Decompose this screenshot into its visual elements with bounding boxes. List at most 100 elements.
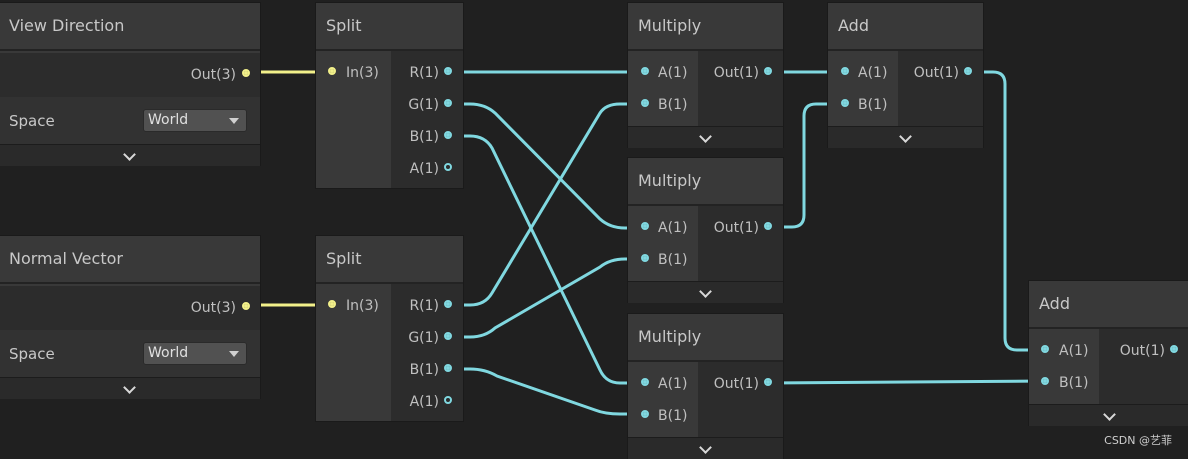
- wire-add1out-add2a[interactable]: [967, 70, 1044, 352]
- node-title[interactable]: Multiply: [628, 3, 783, 51]
- node-title[interactable]: View Direction: [0, 3, 260, 51]
- port-dot[interactable]: [641, 410, 649, 418]
- space-dropdown[interactable]: World: [143, 342, 247, 365]
- output-port[interactable]: Out(3): [160, 292, 260, 324]
- input-port-b[interactable]: B(1): [628, 89, 698, 121]
- input-port-in[interactable]: In(3): [316, 290, 391, 322]
- port-dot[interactable]: [1041, 345, 1049, 353]
- output-port[interactable]: Out(1): [698, 57, 783, 89]
- output-port-r[interactable]: R(1): [391, 290, 463, 322]
- output-port-a[interactable]: A(1): [391, 386, 463, 418]
- input-port-b[interactable]: B(1): [828, 89, 898, 121]
- port-dot[interactable]: [764, 67, 772, 75]
- node-title[interactable]: Multiply: [628, 158, 783, 206]
- port-dot[interactable]: [641, 222, 649, 230]
- port-dot[interactable]: [242, 69, 250, 77]
- wire-split1g-mul2a[interactable]: [448, 102, 644, 230]
- port-dot[interactable]: [444, 364, 452, 372]
- port-dot[interactable]: [764, 378, 772, 386]
- input-port-a[interactable]: A(1): [628, 212, 698, 244]
- port-dot[interactable]: [328, 300, 336, 308]
- add-node-1[interactable]: Add A(1) B(1) Out(1): [827, 2, 984, 148]
- node-title[interactable]: Normal Vector: [0, 236, 260, 284]
- port-dot[interactable]: [444, 67, 452, 75]
- view-direction-node[interactable]: View Direction Out(3) Space World: [0, 2, 261, 166]
- input-port-a[interactable]: A(1): [1029, 335, 1099, 367]
- multiply-node-2[interactable]: Multiply A(1) B(1) Out(1): [627, 157, 784, 303]
- port-dot[interactable]: [764, 222, 772, 230]
- output-port[interactable]: Out(1): [1099, 335, 1188, 367]
- wire-split2g-mul2b[interactable]: [448, 257, 644, 339]
- port-dot[interactable]: [444, 163, 452, 171]
- port-dot[interactable]: [1041, 377, 1049, 385]
- port-dot[interactable]: [1170, 345, 1178, 353]
- output-port-g[interactable]: G(1): [391, 322, 463, 354]
- port-dot[interactable]: [444, 300, 452, 308]
- port-dot[interactable]: [641, 99, 649, 107]
- output-port-a[interactable]: A(1): [391, 153, 463, 185]
- node-title[interactable]: Split: [316, 3, 463, 51]
- add-node-2[interactable]: Add A(1) B(1) Out(1): [1028, 280, 1188, 426]
- port-dot[interactable]: [841, 99, 849, 107]
- output-port-b[interactable]: B(1): [391, 121, 463, 153]
- port-dot[interactable]: [641, 67, 649, 75]
- port-dot[interactable]: [964, 67, 972, 75]
- expand-button[interactable]: [0, 377, 260, 399]
- port-dot[interactable]: [444, 396, 452, 404]
- node-title[interactable]: Add: [828, 3, 983, 51]
- output-column: Out(1): [698, 51, 783, 126]
- port-dot[interactable]: [328, 67, 336, 75]
- space-dropdown[interactable]: World: [143, 109, 247, 132]
- wire-split1b-mul3a[interactable]: [448, 134, 644, 385]
- output-column: Out(1): [1099, 329, 1188, 404]
- expand-button[interactable]: [628, 437, 783, 459]
- output-port-g[interactable]: G(1): [391, 89, 463, 121]
- output-port[interactable]: Out(1): [698, 212, 783, 244]
- node-title[interactable]: Split: [316, 236, 463, 284]
- wire-mul3out-add2b[interactable]: [767, 379, 1045, 385]
- port-dot[interactable]: [242, 302, 250, 310]
- port-dot[interactable]: [841, 67, 849, 75]
- normal-vector-node[interactable]: Normal Vector Out(3) Space World: [0, 235, 261, 399]
- expand-button[interactable]: [828, 126, 983, 148]
- port-dot[interactable]: [444, 332, 452, 340]
- port-dot[interactable]: [444, 99, 452, 107]
- expand-button[interactable]: [628, 281, 783, 303]
- chevron-down-icon: [699, 285, 712, 298]
- multiply-node-3[interactable]: Multiply A(1) B(1) Out(1): [627, 313, 784, 459]
- wire-split2b-mul3b[interactable]: [448, 367, 644, 416]
- node-title[interactable]: Multiply: [628, 314, 783, 362]
- node-title[interactable]: Add: [1029, 281, 1188, 329]
- output-column: Out(1): [698, 362, 783, 437]
- split-node-1[interactable]: Split In(3) R(1) G(1) B(1) A(1): [315, 2, 464, 189]
- space-row: Space World: [0, 330, 260, 378]
- output-port-b[interactable]: B(1): [391, 354, 463, 386]
- output-port[interactable]: Out(1): [698, 368, 783, 400]
- port-label: R(1): [409, 298, 439, 314]
- expand-button[interactable]: [0, 144, 260, 166]
- dropdown-value: World: [148, 112, 189, 128]
- port-label: Out(1): [713, 65, 759, 81]
- output-port[interactable]: Out(1): [898, 57, 983, 89]
- input-port-a[interactable]: A(1): [628, 57, 698, 89]
- port-dot[interactable]: [641, 254, 649, 262]
- expand-button[interactable]: [628, 126, 783, 148]
- multiply-node-1[interactable]: Multiply A(1) B(1) Out(1): [627, 2, 784, 148]
- expand-button[interactable]: [1029, 404, 1188, 426]
- dropdown-value: World: [148, 345, 189, 361]
- chevron-down-icon: [123, 148, 136, 161]
- input-port-b[interactable]: B(1): [1029, 367, 1099, 399]
- wire-split2r-mul1b[interactable]: [448, 102, 644, 307]
- space-label: Space: [9, 345, 55, 363]
- port-dot[interactable]: [444, 131, 452, 139]
- split-node-2[interactable]: Split In(3) R(1) G(1) B(1) A(1): [315, 235, 464, 422]
- input-port-b[interactable]: B(1): [628, 400, 698, 432]
- port-dot[interactable]: [641, 378, 649, 386]
- input-port-b[interactable]: B(1): [628, 244, 698, 276]
- input-port-in[interactable]: In(3): [316, 57, 391, 89]
- output-port-r[interactable]: R(1): [391, 57, 463, 89]
- input-port-a[interactable]: A(1): [828, 57, 898, 89]
- wire-mul2out-add1b[interactable]: [768, 102, 843, 229]
- output-port[interactable]: Out(3): [160, 59, 260, 91]
- input-port-a[interactable]: A(1): [628, 368, 698, 400]
